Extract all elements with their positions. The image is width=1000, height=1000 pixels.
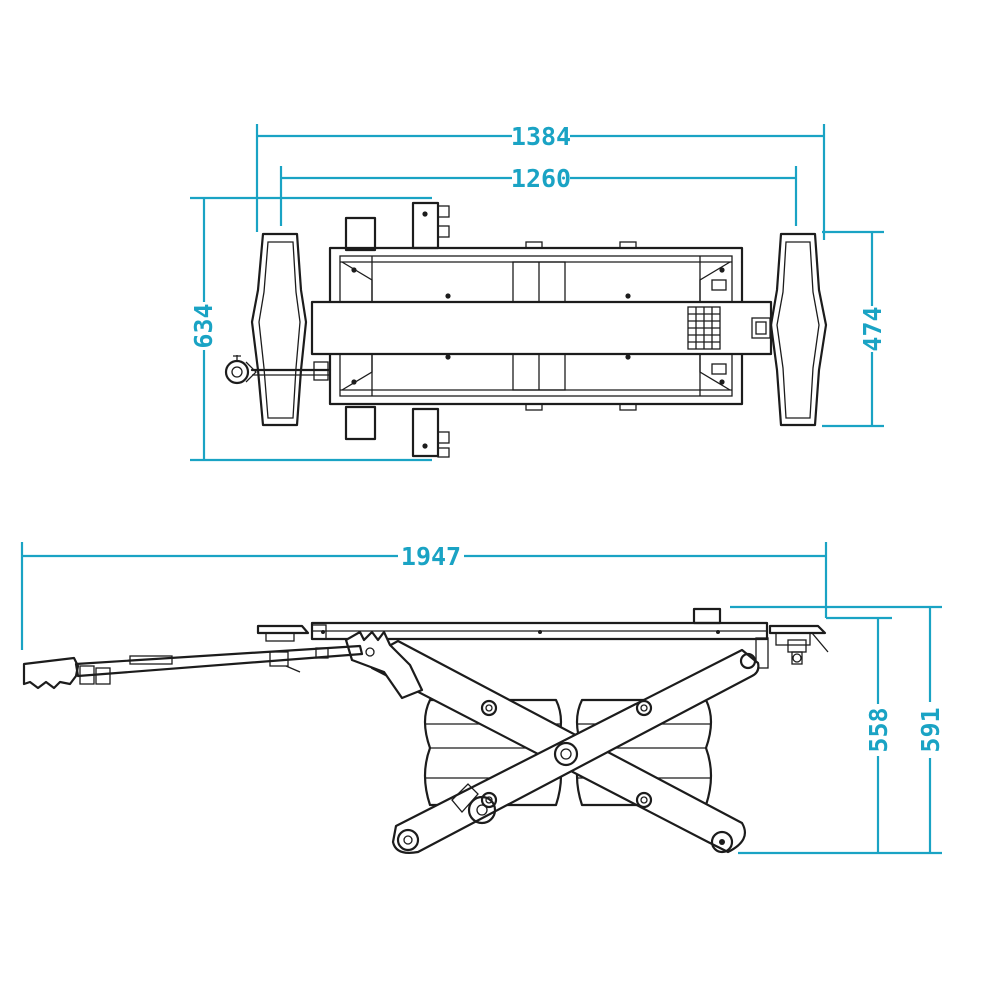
right-ramp-inner — [776, 241, 820, 419]
dim-top-ramp-width: 474 — [858, 306, 887, 351]
anti-slip-plate — [687, 306, 721, 350]
lower-roller — [467, 795, 497, 825]
dimension-labels: 1384 1260 634 474 1947 558 591 — [189, 122, 945, 753]
left-ramp-inner — [258, 241, 301, 419]
wheel-bracket-top — [411, 201, 440, 250]
dim-top-overall-width: 634 — [189, 303, 218, 348]
side-handle — [22, 644, 364, 690]
side-view — [22, 607, 829, 854]
side-grip-block — [692, 607, 722, 625]
handle-grip — [22, 656, 80, 690]
dim-side-height-platform: 558 — [864, 707, 893, 752]
top-view — [224, 201, 828, 458]
side-ramp-left — [256, 624, 310, 635]
handle-knob — [224, 359, 250, 385]
dimension-lines — [20, 124, 942, 855]
caster-top-left — [344, 216, 377, 252]
caster-bottom-left — [344, 405, 377, 441]
safety-latch — [344, 630, 424, 700]
side-ramp-right — [768, 624, 827, 635]
dim-top-overall-length: 1384 — [511, 122, 571, 151]
center-pivot — [553, 741, 579, 767]
dim-side-overall-length: 1947 — [401, 542, 461, 571]
dim-top-platform-length: 1260 — [511, 164, 571, 193]
dim-side-height-max: 591 — [916, 707, 945, 752]
right-ramp — [769, 232, 828, 427]
wheel-bracket-bottom — [411, 407, 440, 458]
left-ramp — [250, 232, 308, 427]
